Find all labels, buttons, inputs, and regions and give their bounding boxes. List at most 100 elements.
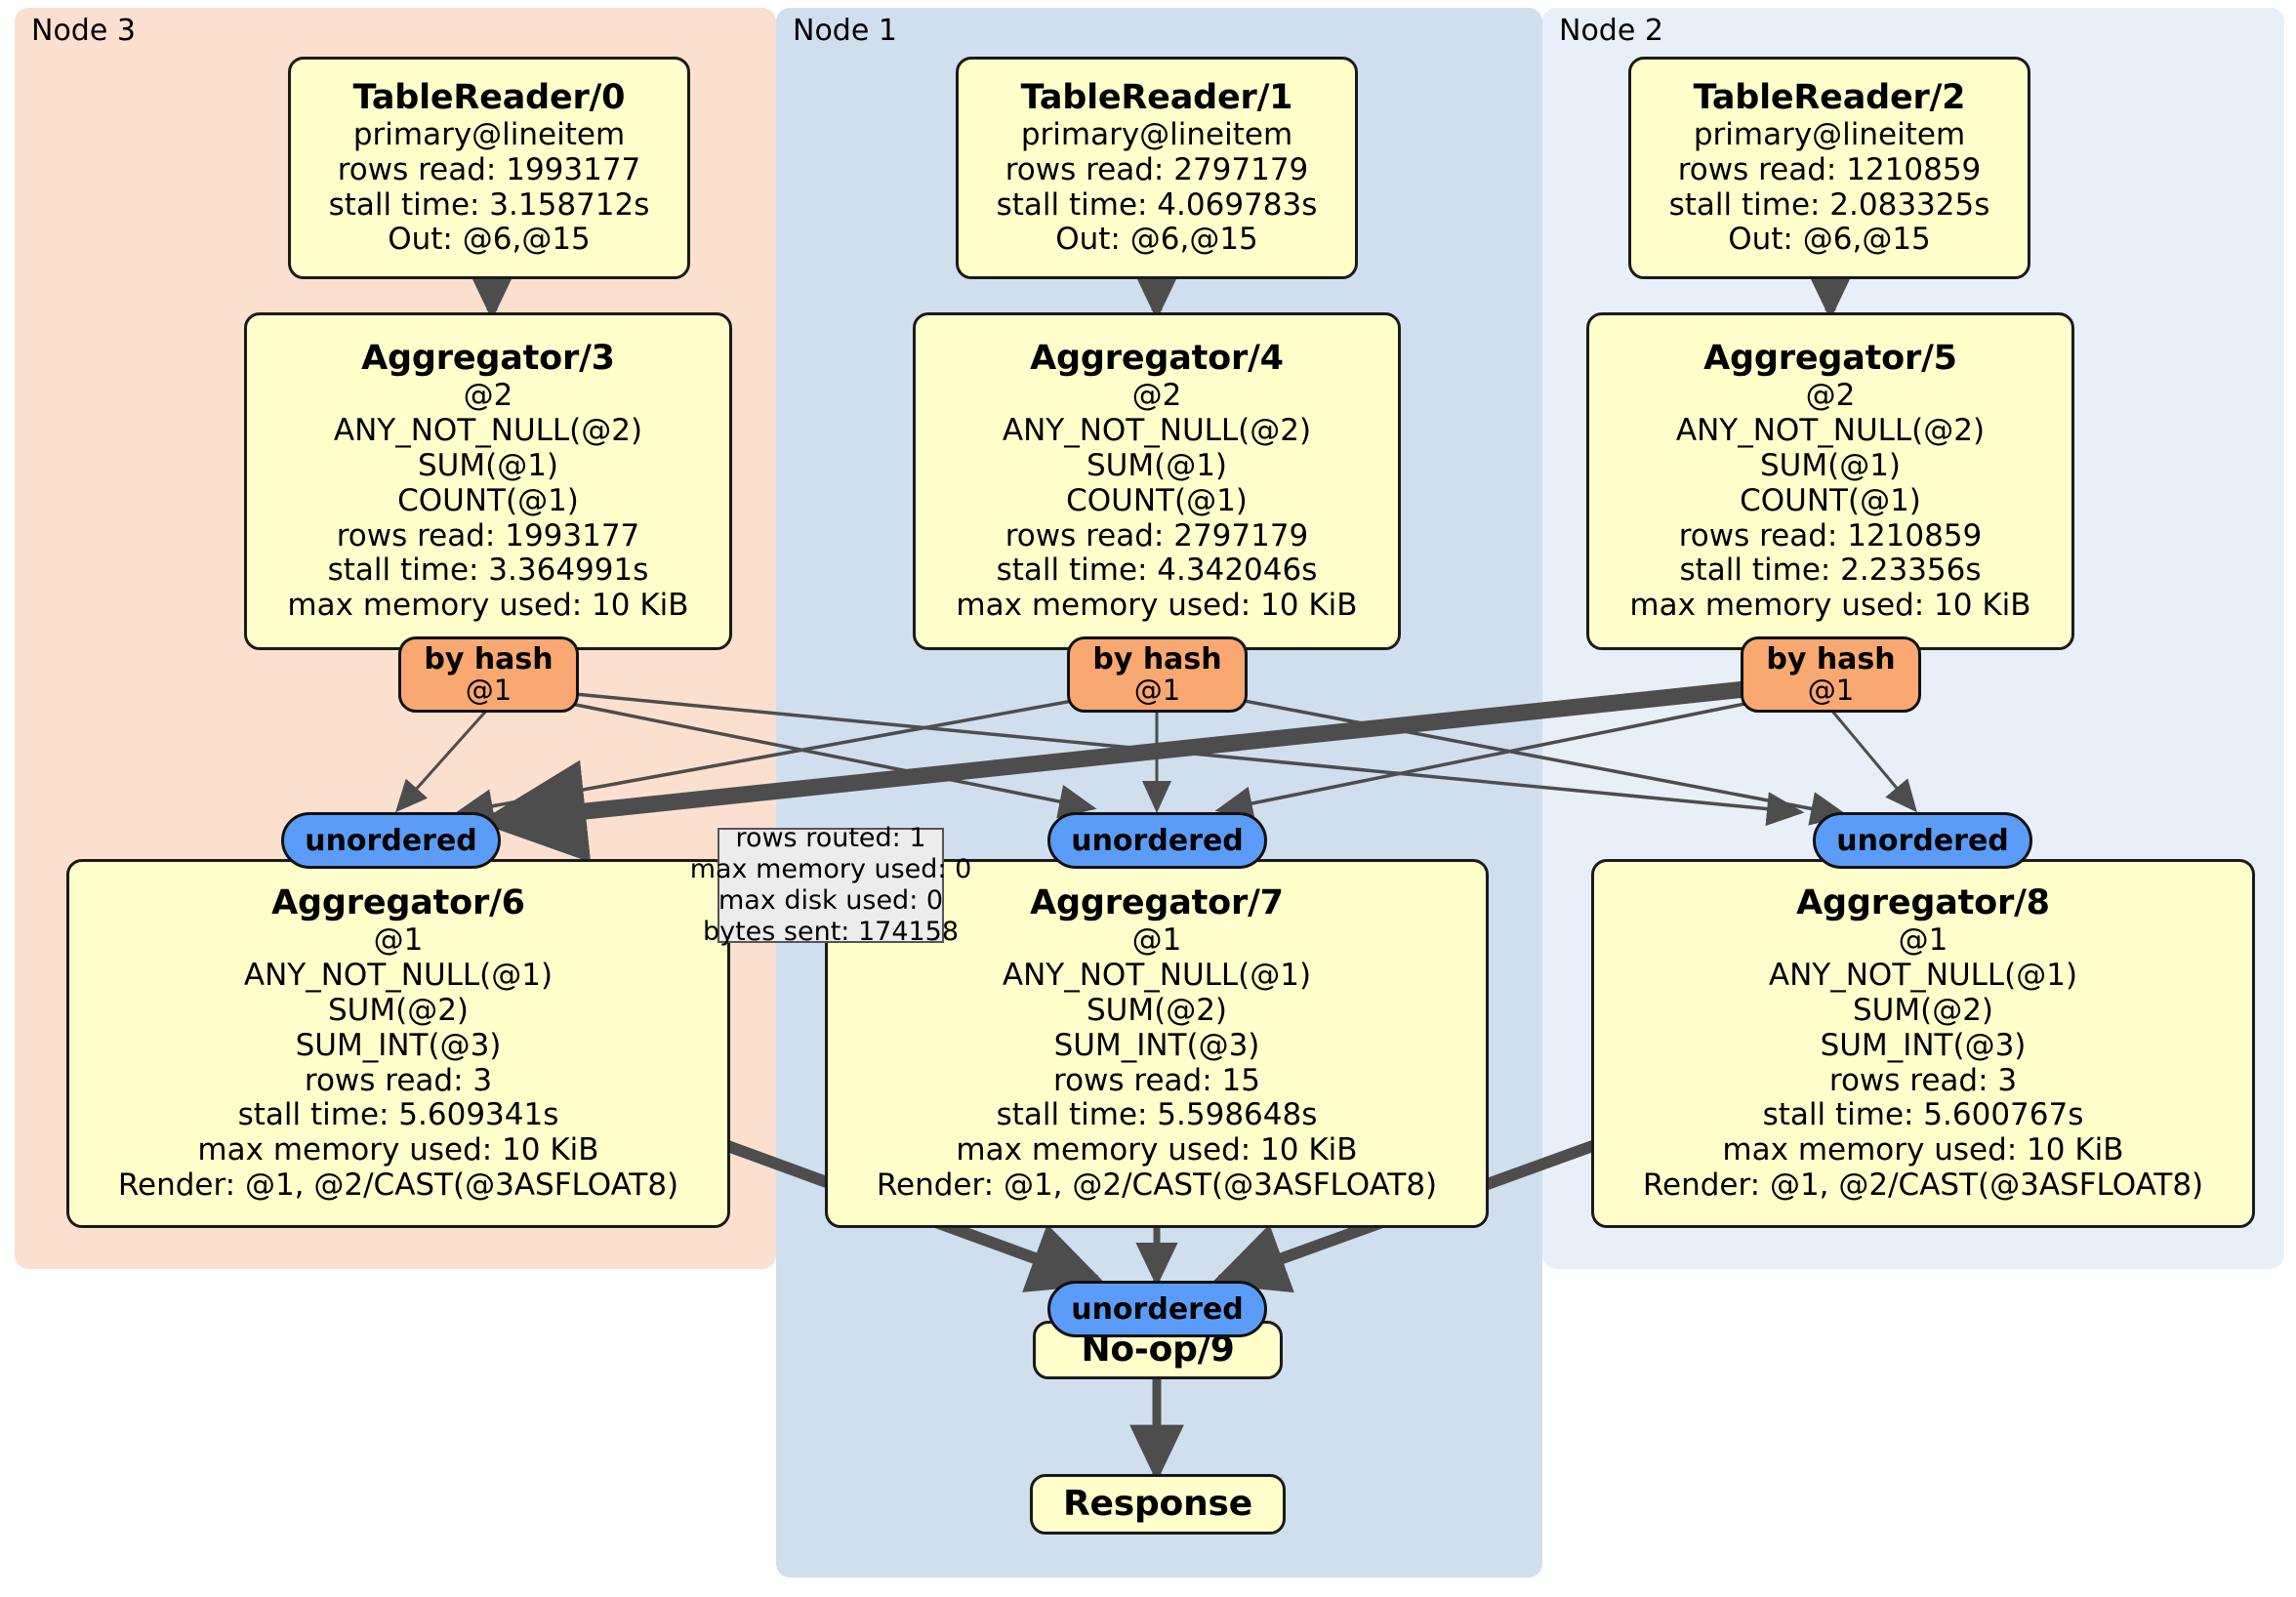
- node-title: TableReader/0: [352, 77, 626, 117]
- node-aggregator-3[interactable]: Aggregator/3 @2 ANY_NOT_NULL(@2) SUM(@1)…: [244, 312, 732, 650]
- node-detail-line: ANY_NOT_NULL(@1): [1768, 958, 2078, 994]
- node-detail-line: stall time: 5.598648s: [996, 1097, 1318, 1133]
- node-detail-line: max memory used: 10 KiB: [956, 1132, 1358, 1168]
- node-detail-line: max memory used: 10 KiB: [1722, 1132, 2124, 1168]
- node-table-reader-1[interactable]: TableReader/1 primary@lineitem rows read…: [956, 57, 1358, 279]
- node-detail-line: rows read: 3: [1828, 1062, 2018, 1098]
- tooltip-line: max memory used: 0: [689, 854, 972, 885]
- router-by-hash-4[interactable]: by hash @1: [1067, 636, 1248, 713]
- node-detail-line: @2: [1805, 378, 1856, 414]
- node-detail-line: Out: @6,@15: [388, 222, 591, 258]
- node-detail-line: rows read: 1993177: [336, 517, 640, 553]
- edge-stats-tooltip: rows routed: 1 max memory used: 0 max di…: [690, 823, 972, 947]
- node-table-reader-0[interactable]: TableReader/0 primary@lineitem rows read…: [288, 57, 690, 279]
- node-detail-line: @2: [1131, 378, 1182, 414]
- node-title: Response: [1063, 1483, 1252, 1524]
- sync-label: unordered: [1071, 823, 1244, 858]
- node-title: TableReader/1: [1020, 77, 1293, 117]
- node-detail-line: stall time: 5.600767s: [1762, 1097, 2084, 1133]
- node-detail-line: rows read: 1993177: [337, 151, 641, 187]
- node-detail-line: SUM_INT(@3): [1820, 1027, 2027, 1063]
- sync-unordered-8[interactable]: unordered: [1813, 812, 2032, 869]
- node-detail-line: @1: [1131, 922, 1182, 959]
- node-detail-line: rows read: 3: [304, 1062, 493, 1098]
- node-detail-line: rows read: 2797179: [1004, 517, 1309, 553]
- node-detail-line: stall time: 4.342046s: [996, 553, 1318, 589]
- node-detail-line: max memory used: 10 KiB: [287, 588, 689, 624]
- node-detail-line: Render: @1, @2/CAST(@3ASFLOAT8): [876, 1167, 1438, 1204]
- node-detail-line: SUM(@1): [1086, 447, 1228, 483]
- panel-label-node-1: Node 1: [793, 14, 897, 48]
- node-detail-line: rows read: 1210859: [1677, 151, 1982, 187]
- node-detail-line: stall time: 4.069783s: [996, 186, 1318, 223]
- node-detail-line: @1: [373, 922, 424, 959]
- node-title: Aggregator/8: [1796, 883, 2050, 923]
- router-column: @1: [465, 673, 512, 707]
- sync-label: unordered: [1836, 823, 2009, 858]
- node-detail-line: Out: @6,@15: [1055, 222, 1258, 258]
- router-column: @1: [1807, 673, 1855, 707]
- node-detail-line: @1: [1898, 922, 1948, 959]
- node-detail-line: stall time: 3.158712s: [328, 186, 650, 223]
- node-detail-line: COUNT(@1): [1066, 482, 1248, 518]
- node-detail-line: ANY_NOT_NULL(@2): [333, 413, 643, 449]
- node-detail-line: ANY_NOT_NULL(@1): [243, 958, 554, 994]
- node-title: TableReader/2: [1693, 77, 1966, 117]
- router-label: by hash: [1766, 642, 1896, 677]
- node-detail-line: stall time: 5.609341s: [237, 1097, 559, 1133]
- node-detail-line: max memory used: 10 KiB: [956, 588, 1358, 624]
- node-detail-line: Out: @6,@15: [1728, 222, 1931, 258]
- node-detail-line: primary@lineitem: [1020, 117, 1293, 153]
- node-detail-line: stall time: 3.364991s: [327, 553, 649, 589]
- node-detail-line: SUM_INT(@3): [295, 1027, 502, 1063]
- node-detail-line: SUM(@2): [327, 993, 470, 1029]
- router-by-hash-3[interactable]: by hash @1: [398, 636, 579, 713]
- router-by-hash-5[interactable]: by hash @1: [1741, 636, 1921, 713]
- node-title: Aggregator/5: [1703, 339, 1957, 379]
- node-detail-line: max memory used: 10 KiB: [197, 1132, 599, 1168]
- router-label: by hash: [424, 642, 554, 677]
- node-title: Aggregator/7: [1030, 883, 1284, 923]
- node-title: Aggregator/3: [361, 339, 615, 379]
- tooltip-line: bytes sent: 174158: [702, 916, 960, 947]
- node-table-reader-2[interactable]: TableReader/2 primary@lineitem rows read…: [1628, 57, 2030, 279]
- node-detail-line: SUM(@1): [1759, 447, 1902, 483]
- node-title: Aggregator/6: [271, 883, 525, 923]
- sync-unordered-7[interactable]: unordered: [1047, 812, 1267, 869]
- router-label: by hash: [1092, 642, 1222, 677]
- node-detail-line: SUM(@2): [1852, 993, 1994, 1029]
- router-column: @1: [1133, 673, 1181, 707]
- node-detail-line: SUM_INT(@3): [1053, 1027, 1260, 1063]
- tooltip-line: max disk used: 0: [718, 885, 944, 916]
- node-detail-line: rows read: 15: [1053, 1062, 1260, 1098]
- node-detail-line: @2: [463, 378, 513, 414]
- node-response[interactable]: Response: [1030, 1474, 1286, 1535]
- node-detail-line: COUNT(@1): [397, 482, 579, 518]
- node-title: Aggregator/4: [1030, 339, 1284, 379]
- node-detail-line: stall time: 2.083325s: [1668, 186, 1990, 223]
- panel-label-node-3: Node 3: [31, 14, 136, 48]
- panel-label-node-2: Node 2: [1559, 14, 1663, 48]
- node-detail-line: rows read: 2797179: [1004, 151, 1309, 187]
- node-detail-line: ANY_NOT_NULL(@2): [1675, 413, 1986, 449]
- node-detail-line: max memory used: 10 KiB: [1629, 588, 2031, 624]
- node-detail-line: SUM(@1): [417, 447, 559, 483]
- node-aggregator-8[interactable]: Aggregator/8 @1 ANY_NOT_NULL(@1) SUM(@2)…: [1591, 859, 2255, 1228]
- node-detail-line: Render: @1, @2/CAST(@3ASFLOAT8): [117, 1167, 679, 1204]
- node-detail-line: stall time: 2.23356s: [1679, 553, 1982, 589]
- node-aggregator-5[interactable]: Aggregator/5 @2 ANY_NOT_NULL(@2) SUM(@1)…: [1586, 312, 2074, 650]
- node-aggregator-4[interactable]: Aggregator/4 @2 ANY_NOT_NULL(@2) SUM(@1)…: [913, 312, 1401, 650]
- node-detail-line: primary@lineitem: [1693, 117, 1966, 153]
- node-detail-line: COUNT(@1): [1740, 482, 1921, 518]
- node-detail-line: primary@lineitem: [352, 117, 626, 153]
- sync-label: unordered: [305, 823, 477, 858]
- node-detail-line: ANY_NOT_NULL(@2): [1002, 413, 1312, 449]
- node-detail-line: SUM(@2): [1086, 993, 1228, 1029]
- sync-unordered-9[interactable]: unordered: [1047, 1281, 1267, 1337]
- node-aggregator-6[interactable]: Aggregator/6 @1 ANY_NOT_NULL(@1) SUM(@2)…: [66, 859, 730, 1228]
- node-detail-line: rows read: 1210859: [1678, 517, 1983, 553]
- node-detail-line: Render: @1, @2/CAST(@3ASFLOAT8): [1642, 1167, 2204, 1204]
- sync-unordered-6[interactable]: unordered: [281, 812, 501, 869]
- node-detail-line: ANY_NOT_NULL(@1): [1002, 958, 1312, 994]
